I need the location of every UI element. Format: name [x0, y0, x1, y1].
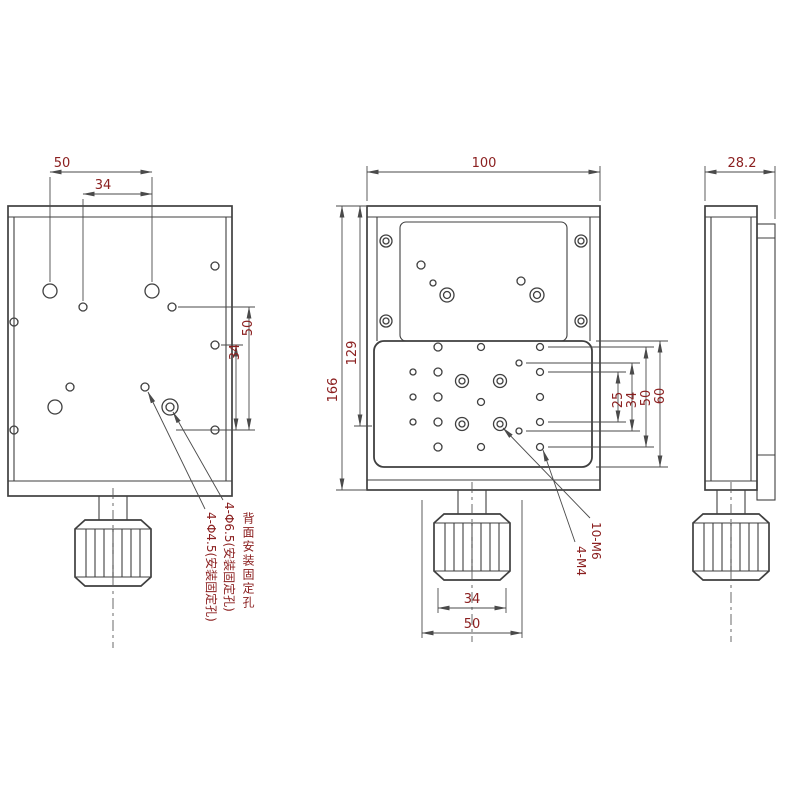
- dim-front-bottom-34: 34: [464, 592, 481, 607]
- dim-front-left-129: 129: [345, 341, 360, 366]
- side-view-knob: [692, 481, 770, 643]
- dim-front-right-34: 34: [625, 392, 640, 409]
- side-view-dimensions: 28.2: [704, 156, 776, 219]
- front-view: [366, 205, 601, 643]
- front-view-notes: 10-M6 4-M4: [502, 427, 603, 576]
- base-corner-holes: [379, 234, 588, 328]
- back-view: [7, 205, 233, 649]
- dim-front-right-25: 25: [611, 392, 626, 409]
- note-4-m4: 4-M4: [574, 546, 588, 576]
- dim-side-top-28-2: 28.2: [728, 156, 757, 171]
- dim-back-top-50: 50: [54, 156, 71, 171]
- side-view: [692, 205, 776, 643]
- stage-top-plate: [373, 340, 593, 468]
- dim-front-left-166: 166: [326, 378, 341, 403]
- dim-front-right-50: 50: [639, 390, 654, 407]
- note-back-mounting-holes: 背面安装固定孔: [241, 512, 255, 610]
- back-plate-outline: [7, 205, 233, 497]
- front-view-outline: [366, 205, 601, 491]
- back-view-knob: [74, 487, 152, 649]
- back-view-holes: [9, 261, 220, 435]
- note-counterbore-holes: 4-Φ6.5(安装固定孔): [222, 502, 237, 612]
- dim-back-top-34: 34: [95, 178, 112, 193]
- carriage-outline: [399, 221, 568, 342]
- note-10-m6: 10-M6: [589, 522, 603, 560]
- back-view-dimensions: 50 34 50 34: [49, 156, 256, 431]
- front-view-dimensions: 100 166 129 60 50 34 25 34 50: [326, 156, 668, 638]
- top-plate-holes: [409, 342, 545, 452]
- dim-front-right-60: 60: [653, 388, 668, 405]
- dim-back-right-34: 34: [228, 344, 243, 361]
- dim-front-bottom-50: 50: [464, 617, 481, 632]
- dim-back-right-50: 50: [241, 320, 256, 337]
- carriage-holes: [416, 260, 545, 303]
- note-through-holes: 4-Φ4.5(安装固定孔): [204, 512, 219, 622]
- side-mount-plate: [756, 223, 776, 501]
- back-view-notes: 4-Φ6.5(安装固定孔) 4-Φ4.5(安装固定孔): [147, 391, 237, 622]
- dim-front-top-100: 100: [472, 156, 497, 171]
- side-view-outline: [704, 205, 758, 491]
